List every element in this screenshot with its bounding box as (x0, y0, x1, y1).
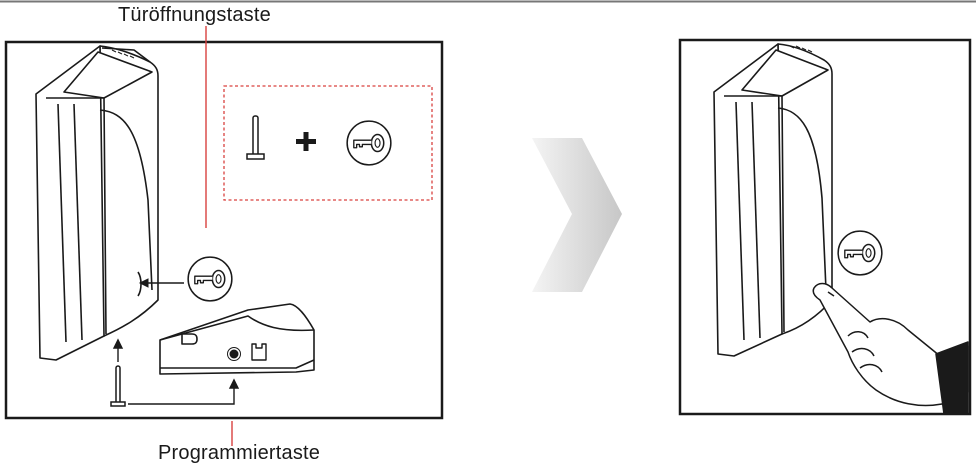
program-button-label: Programmiertaste (158, 442, 321, 464)
pointer-arrow-left (138, 278, 184, 288)
key-icon (837, 230, 883, 276)
key-icon (187, 256, 233, 302)
connector-arrows (112, 338, 240, 405)
plus-icon (296, 132, 316, 151)
program-button-detail (159, 303, 315, 375)
key-icon (346, 120, 392, 166)
program-pin-tool (110, 365, 126, 407)
intercom-handset (713, 43, 833, 357)
door-button-label: Türöffnungstaste (118, 4, 271, 26)
step-arrow (532, 138, 622, 292)
intercom-handset (35, 45, 159, 361)
pin-tool-icon (246, 115, 265, 160)
pointing-hand-icon (812, 282, 969, 415)
key-combination-box (223, 85, 433, 201)
